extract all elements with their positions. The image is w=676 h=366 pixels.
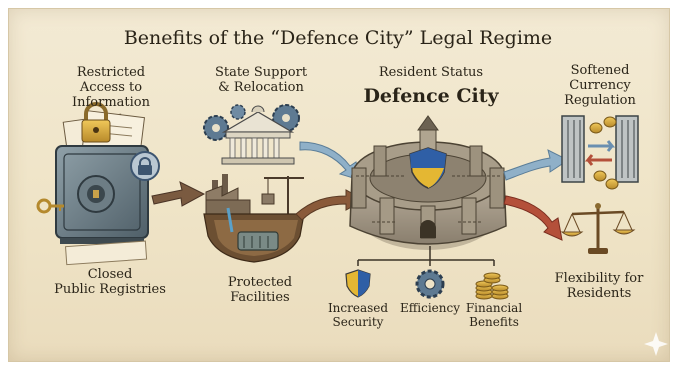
gate-icon bbox=[561, 115, 639, 183]
label-protected-facilities: Protected Facilities bbox=[227, 275, 293, 305]
balance-scale-icon bbox=[560, 203, 636, 254]
lock-badge-icon bbox=[130, 151, 160, 181]
arrow-center-to-currency bbox=[503, 149, 569, 181]
factory-icon bbox=[205, 174, 251, 215]
government-building-icon bbox=[221, 105, 295, 165]
label-financial-benefits: Financial Benefits bbox=[465, 301, 523, 329]
page-title: Benefits of the “Defence City” Legal Reg… bbox=[123, 27, 553, 49]
sparkle-icon bbox=[644, 332, 668, 356]
gear-icon bbox=[415, 269, 445, 299]
safe-icon bbox=[55, 145, 149, 266]
label-closed-registries: Closed Public Registries bbox=[54, 267, 166, 297]
label-flexibility: Flexibility for Residents bbox=[554, 271, 644, 301]
arrow-center-to-flexibility bbox=[503, 195, 563, 241]
coins-icon bbox=[475, 272, 509, 300]
crane-icon bbox=[261, 176, 304, 214]
shield-icon bbox=[409, 147, 447, 189]
padlock-icon bbox=[81, 102, 111, 143]
shield-icon bbox=[345, 269, 371, 298]
coin-icon bbox=[589, 116, 619, 190]
label-increased-security: Increased Security bbox=[327, 301, 389, 329]
bunker-cutaway-icon bbox=[203, 207, 305, 263]
key-icon bbox=[36, 198, 64, 214]
label-restricted-access: Restricted Access to Information bbox=[71, 65, 151, 110]
arrow-safe-to-center bbox=[151, 181, 206, 207]
center-title: Defence City bbox=[363, 85, 499, 107]
arrow-support-to-center bbox=[299, 141, 361, 181]
label-efficiency: Efficiency bbox=[399, 301, 460, 315]
label-currency-regulation: Softened Currency Regulation bbox=[564, 63, 636, 108]
label-resident-status: Resident Status bbox=[378, 65, 484, 80]
label-state-support: State Support & Relocation bbox=[214, 65, 308, 95]
benefit-bracket-connector bbox=[357, 246, 495, 266]
